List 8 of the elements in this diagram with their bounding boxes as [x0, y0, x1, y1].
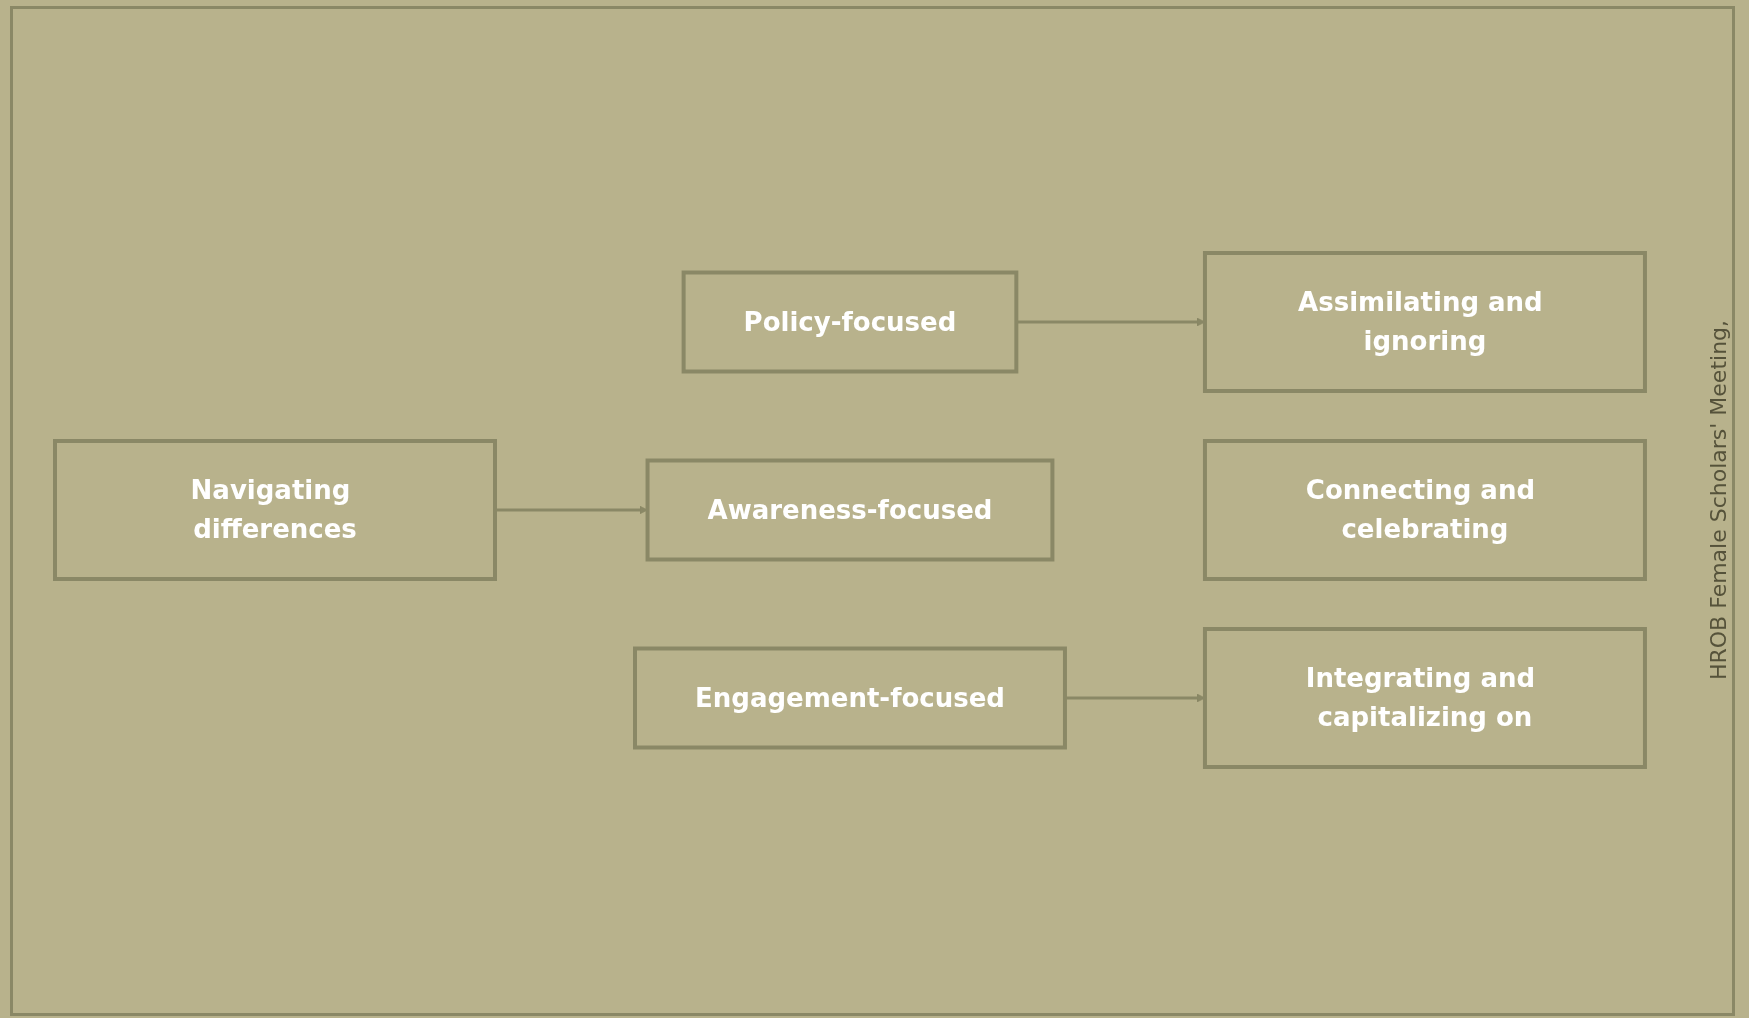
node-box: Navigating differences	[53, 439, 497, 581]
node-box: Connecting and celebrating	[1202, 439, 1647, 581]
node-box: Awareness-focused	[645, 458, 1055, 562]
node-box: Engagement-focused	[633, 646, 1067, 750]
node-box: Policy-focused	[681, 270, 1019, 374]
node-box: Assimilating and ignoring	[1202, 251, 1647, 393]
side-note: HROB Female Scholars' Meeting,	[1705, 319, 1731, 681]
node-box: Integrating and capitalizing on	[1202, 627, 1647, 769]
